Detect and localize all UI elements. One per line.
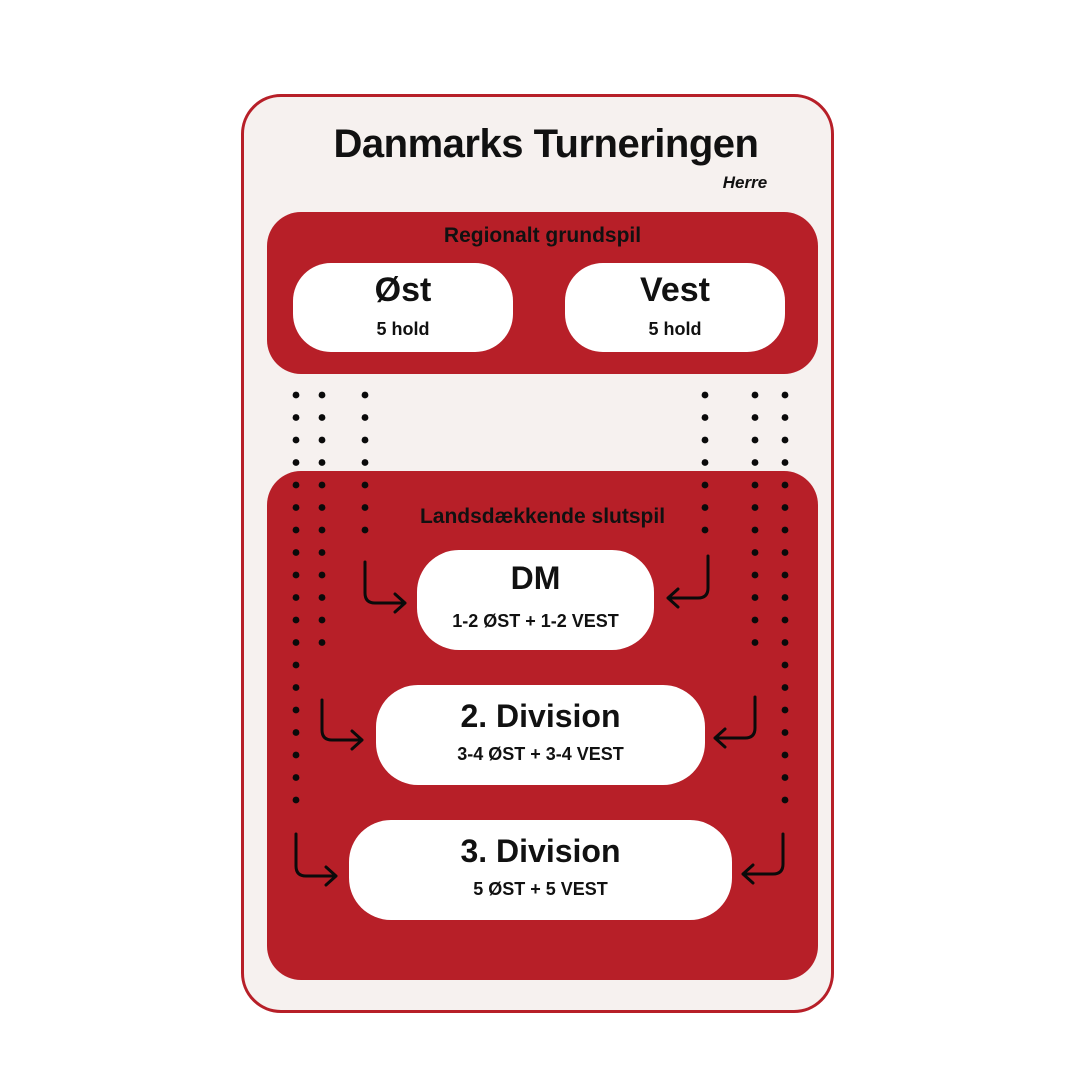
tier-box-3-division: 3. Division 5 ØST + 5 VEST [349, 820, 732, 920]
region-name-west: Vest [640, 271, 710, 309]
tier-name-2-division: 2. Division [460, 698, 621, 734]
region-teams-east: 5 hold [376, 319, 430, 339]
diagram-title: Danmarks Turneringen [333, 122, 759, 166]
tier-qualifiers-3-division: 5 ØST + 5 VEST [473, 879, 608, 899]
region-teams-west: 5 hold [648, 319, 702, 339]
region-box-west: Vest 5 hold [565, 263, 785, 352]
regional-panel-label: Regionalt grundspil [443, 224, 642, 247]
tier-name-3-division: 3. Division [460, 833, 621, 869]
tier-qualifiers-2-division: 3-4 ØST + 3-4 VEST [457, 744, 624, 764]
tier-qualifiers-dm: 1-2 ØST + 1-2 VEST [452, 611, 619, 631]
national-panel-label: Landsdækkende slutspil [419, 505, 666, 528]
tier-box-dm: DM 1-2 ØST + 1-2 VEST [417, 550, 654, 650]
tier-name-dm: DM [510, 560, 561, 596]
region-name-east: Øst [374, 271, 432, 309]
region-box-east: Øst 5 hold [293, 263, 513, 352]
diagram-subtitle: Herre [722, 173, 768, 192]
tier-box-2-division: 2. Division 3-4 ØST + 3-4 VEST [376, 685, 705, 785]
